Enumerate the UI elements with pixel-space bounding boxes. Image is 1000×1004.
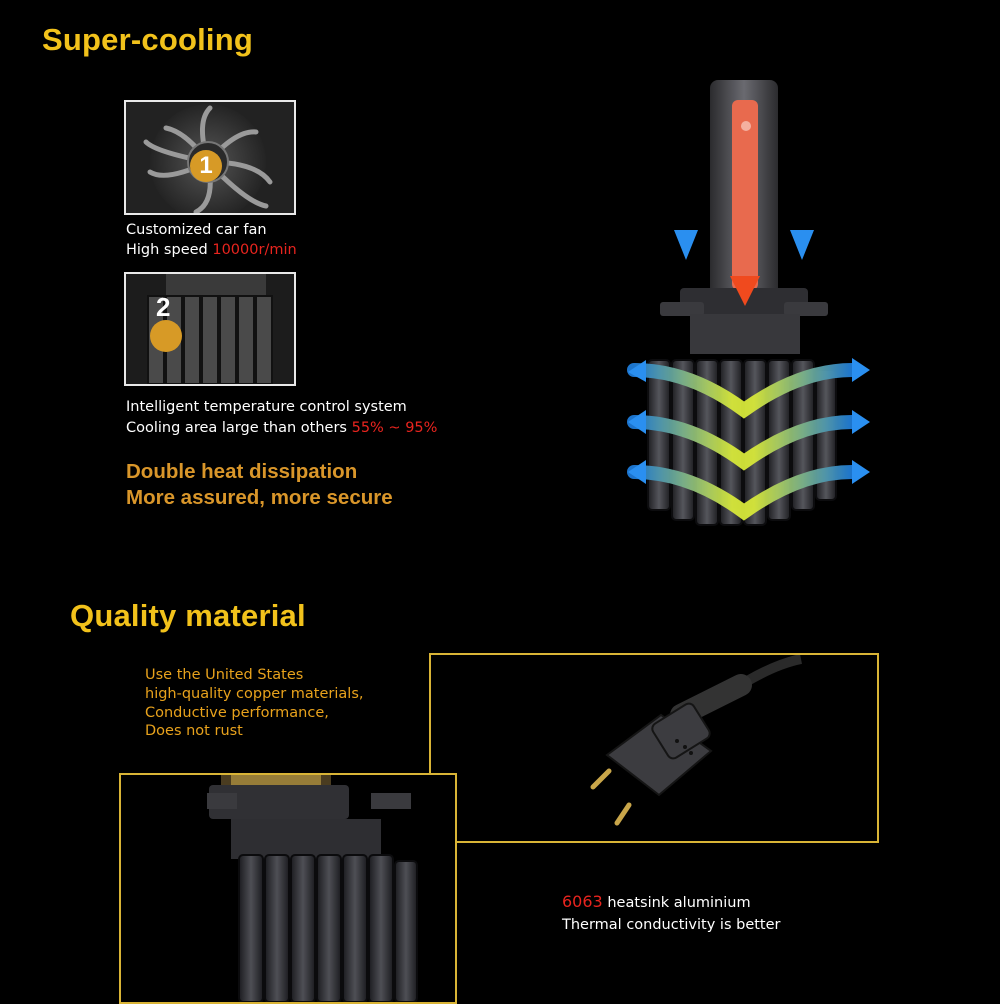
connector-image-frame	[429, 653, 879, 843]
fan-caption-line1: Customized car fan	[126, 222, 267, 238]
heatsink-caption-line1: Intelligent temperature control system	[126, 399, 407, 415]
fan-speed-value: 10000r/min	[212, 242, 297, 258]
heatsink-fins-icon	[126, 274, 294, 384]
h7-connector-icon	[590, 655, 803, 826]
section-title-super-cooling: Super-cooling	[42, 22, 253, 57]
copper-text-line2: high-quality copper materials,	[145, 686, 364, 702]
heatsink-caption-line2: Cooling area large than others 55% ~ 95%	[126, 418, 437, 438]
fan-caption-line2: High speed 10000r/min	[126, 240, 297, 260]
copper-text-line1: Use the United States	[145, 667, 304, 683]
tagline-double-heat: Double heat dissipation	[126, 460, 358, 483]
copper-text-line4: Does not rust	[145, 723, 243, 739]
fan-speed-label: High speed	[126, 242, 213, 258]
fan-image: 1	[124, 100, 296, 215]
airflow-arrows	[674, 110, 814, 306]
step-badge-2-label: 2	[156, 292, 171, 322]
aluminium-caption-line1: 6063 heatsink aluminium	[562, 892, 751, 913]
cooling-area-value: 55% ~ 95%	[351, 420, 438, 436]
step-badge-2	[150, 320, 182, 352]
bulb-base-image-frame	[119, 773, 457, 1004]
aluminium-caption-line2: Thermal conductivity is better	[562, 917, 781, 933]
aluminium-grade: 6063	[562, 892, 603, 911]
heatsink-image: 2	[124, 272, 296, 386]
step-badge-1: 1	[190, 150, 222, 182]
aluminium-label: heatsink aluminium	[602, 895, 751, 911]
section-title-quality-material: Quality material	[70, 598, 306, 633]
copper-text-line3: Conductive performance,	[145, 705, 329, 721]
cooling-area-label: Cooling area large than others	[126, 420, 352, 436]
tagline-more-assured: More assured, more secure	[126, 486, 393, 509]
aluminium-heatsink-icon	[207, 775, 418, 1002]
led-bulb-airflow-illustration	[627, 80, 870, 526]
